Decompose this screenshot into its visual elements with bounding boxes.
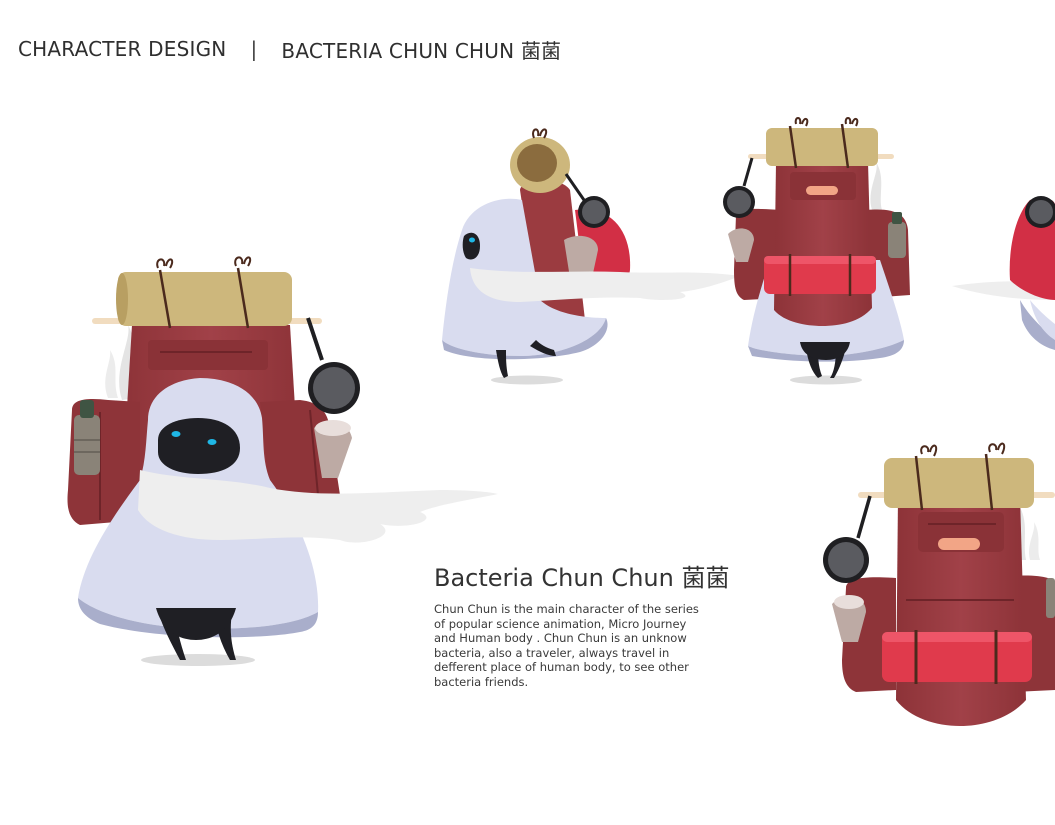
page-header: CHARACTER DESIGN | BACTERIA CHUN CHUN 菌菌 [18, 34, 561, 64]
header-separator: | [250, 37, 258, 61]
description-line: of popular science animation, Micro Jour… [434, 616, 687, 631]
description-line: defferent place of human body, to see ot… [434, 660, 689, 674]
description-line: Chun Chun is the main character of the s… [434, 602, 699, 616]
character-side-icon [442, 128, 740, 385]
description-title: Bacteria Chun Chun 菌菌 [434, 564, 730, 592]
header-left-title: CHARACTER DESIGN [18, 37, 227, 61]
character-partial-top-icon [952, 196, 1055, 350]
description-body: Chun Chun is the main character of the s… [434, 602, 699, 689]
description-line: and Human body . Chun Chun is an unknow [434, 631, 687, 645]
character-back-icon [723, 117, 910, 385]
character-back-large-icon [823, 442, 1055, 726]
character-front-icon [67, 256, 498, 666]
header-right-title: BACTERIA CHUN CHUN 菌菌 [281, 38, 562, 63]
description-line: bacteria, also a traveler, always travel… [434, 645, 670, 660]
description-line: bacteria friends. [434, 674, 529, 689]
